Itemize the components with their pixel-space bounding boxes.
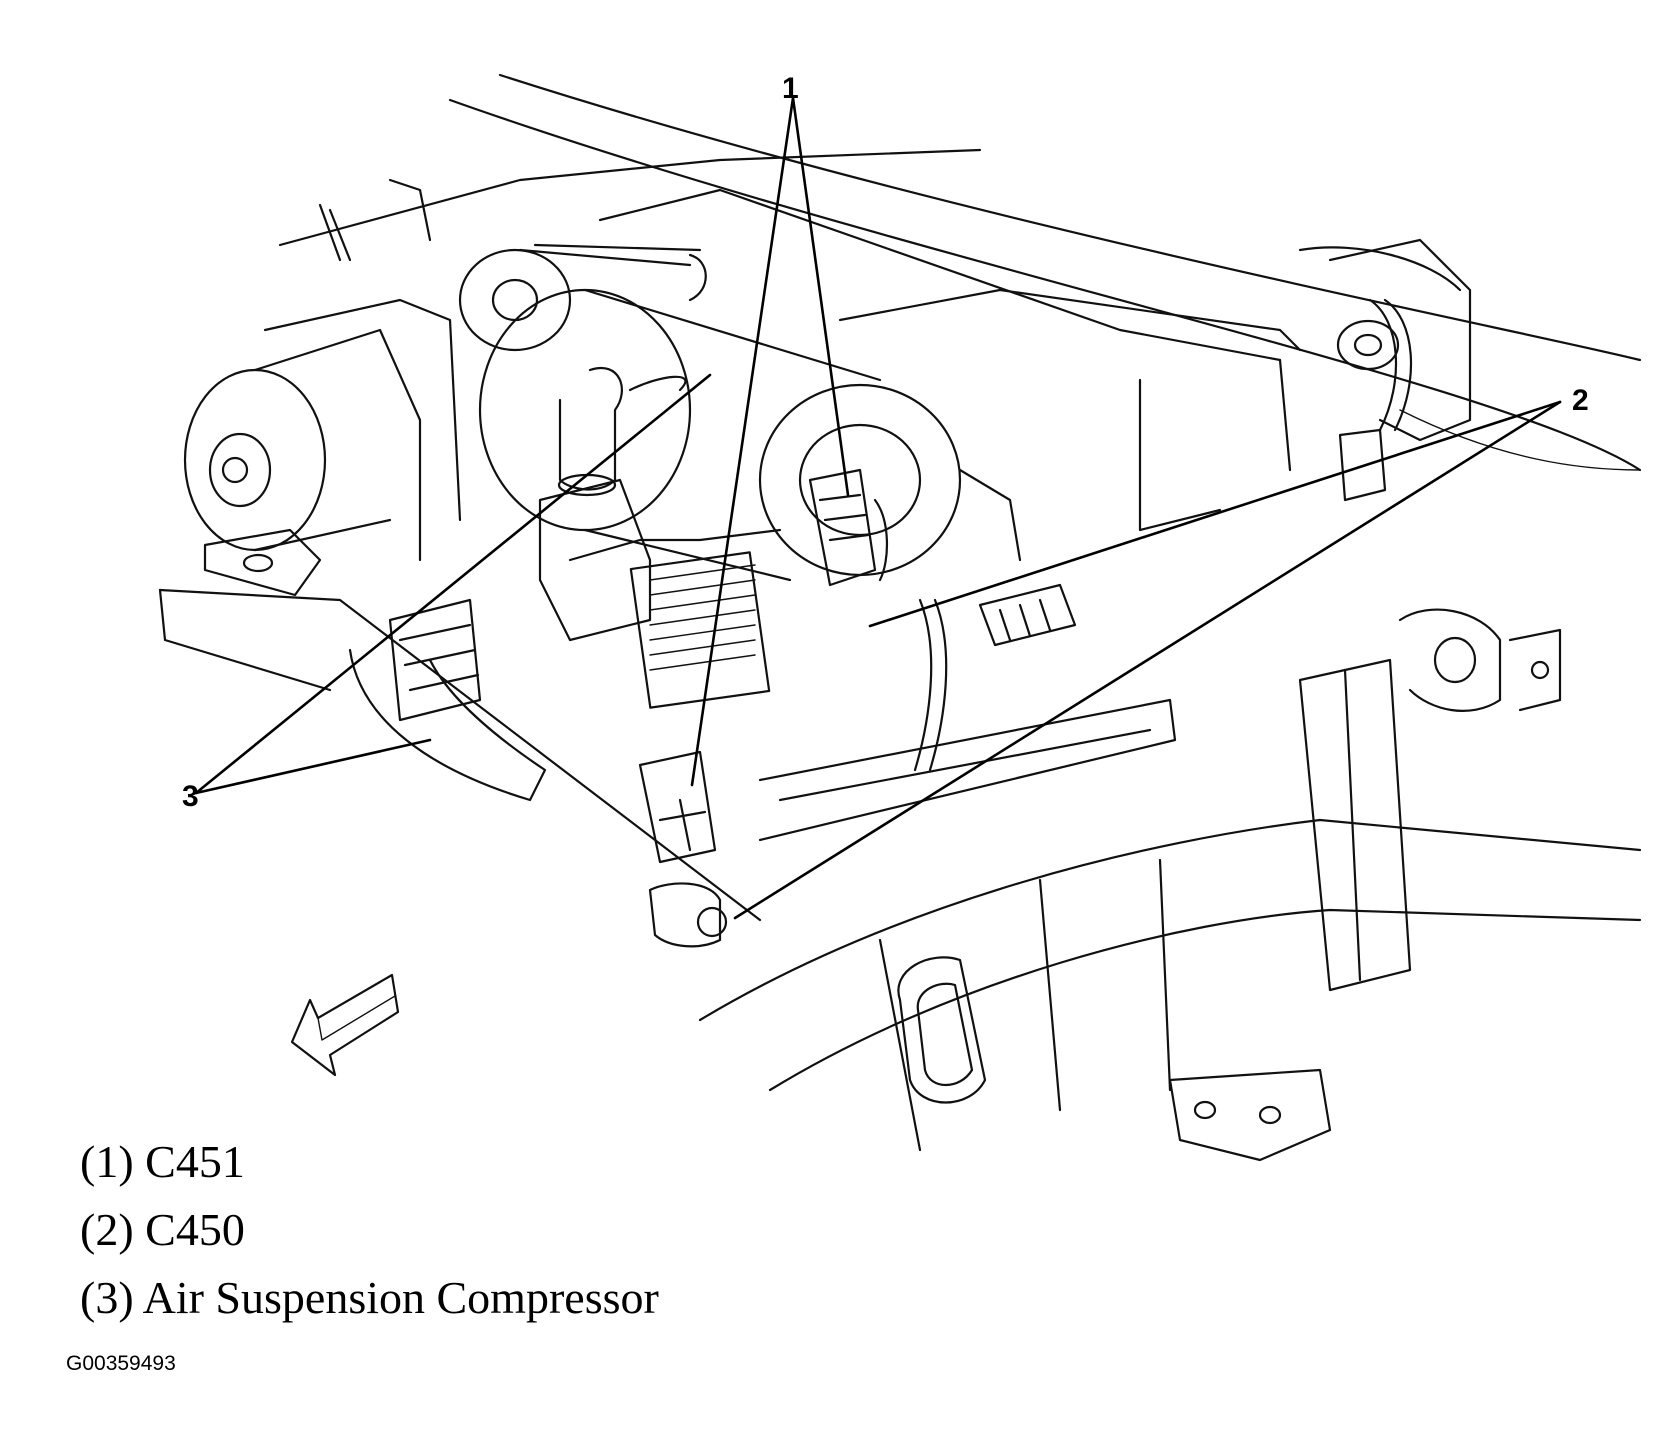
legend-item-air-suspension-compressor: (3) Air Suspension Compressor (80, 1272, 659, 1323)
callouts: 1 2 3 (182, 72, 1589, 813)
frame-rail (698, 608, 1642, 1162)
legend-item-c451: (1) C451 (80, 1136, 245, 1187)
connector-c451-upper (808, 468, 888, 587)
compressor-motor-housing (183, 243, 707, 562)
connector-c451-lower (638, 750, 728, 948)
callout-1: 1 (782, 72, 799, 105)
connector-c450 (913, 298, 1413, 772)
vehicle-body-outline (278, 73, 1642, 472)
legend-item-c450: (2) C450 (80, 1204, 245, 1255)
cross-member (598, 188, 1472, 532)
figure-id: G00359493 (66, 1352, 176, 1375)
mounting-tray (158, 528, 1177, 922)
valve-block (538, 383, 1022, 709)
front-direction-arrow-icon (290, 973, 400, 1077)
leader-lines (194, 96, 1562, 920)
callout-2: 2 (1572, 384, 1589, 417)
legend: (1) C451 (2) C450 (3) Air Suspension Com… (80, 1128, 659, 1332)
callout-3: 3 (182, 780, 199, 813)
